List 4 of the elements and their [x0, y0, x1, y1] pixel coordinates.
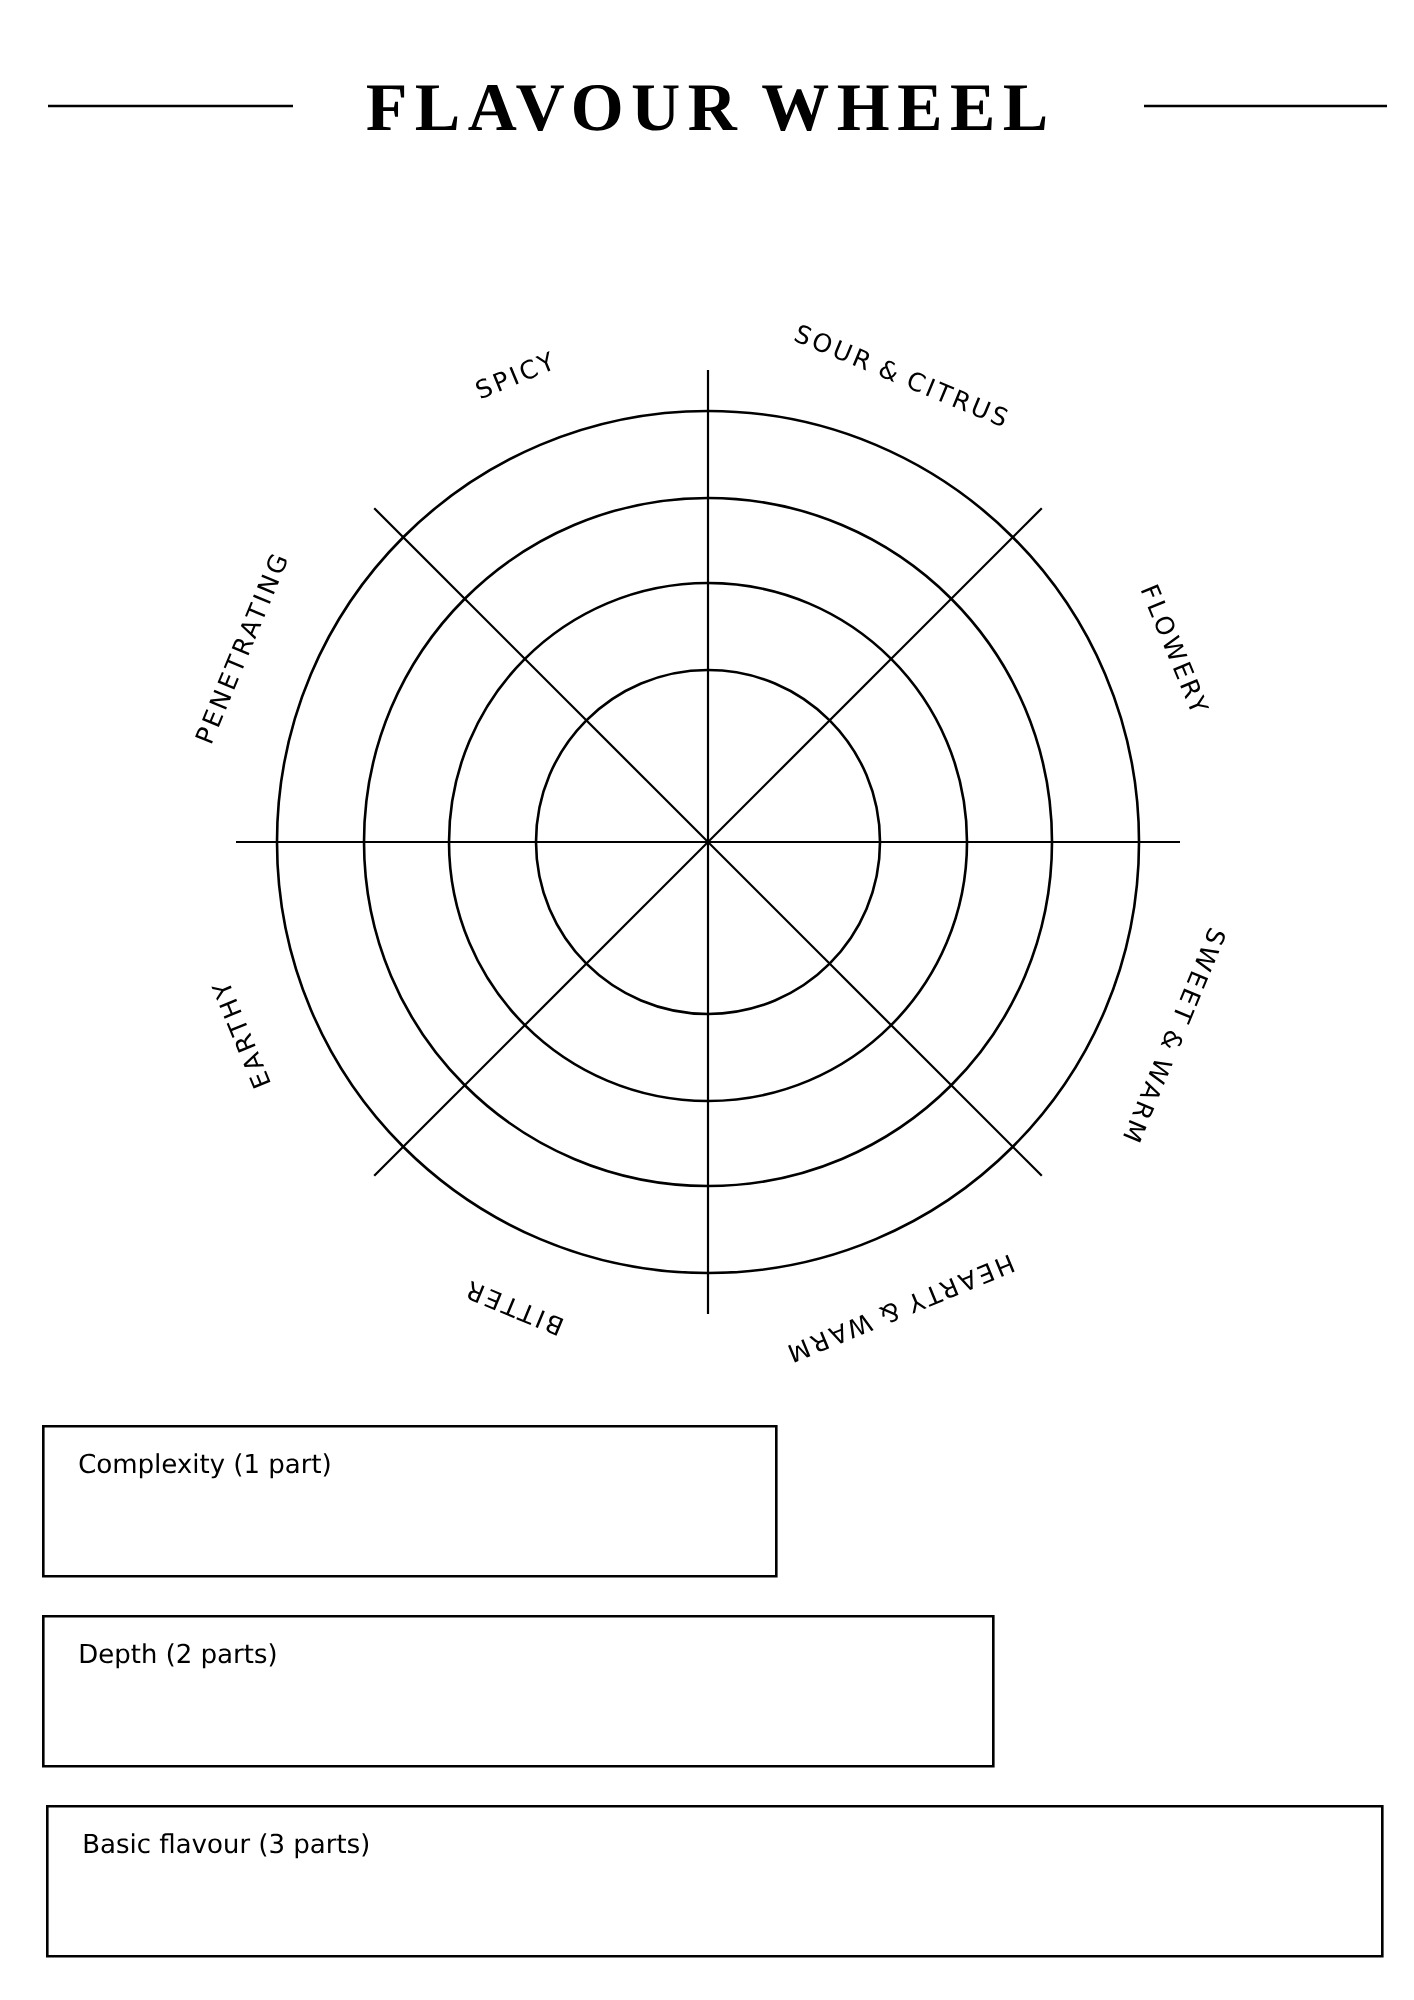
answer-box: Basic flavour (3 parts): [46, 1805, 1384, 1958]
answer-box: Complexity (1 part): [42, 1425, 778, 1578]
answer-box: Depth (2 parts): [42, 1615, 995, 1768]
title: FLAVOUR WHEEL: [367, 84, 1046, 131]
